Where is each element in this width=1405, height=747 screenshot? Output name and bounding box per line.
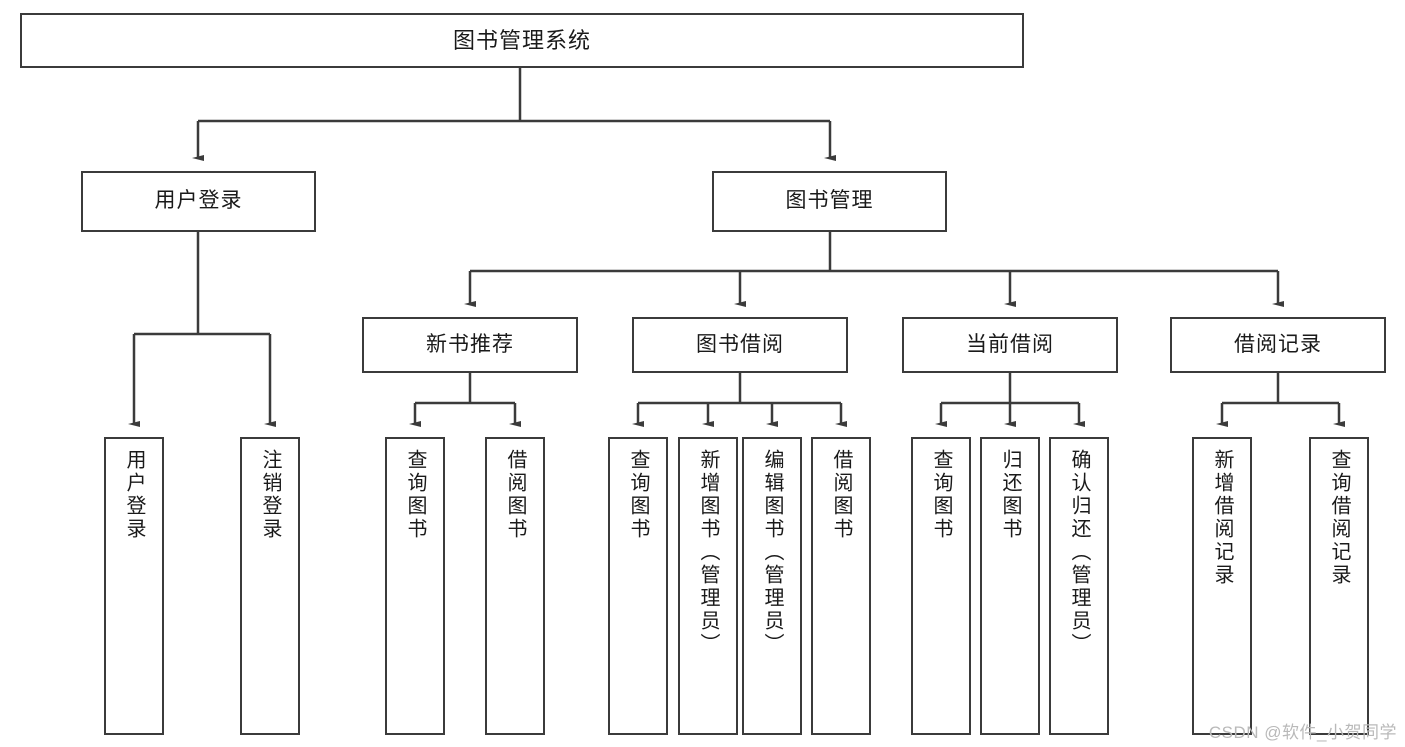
node-borrow-record[interactable]: 借阅记录	[1170, 317, 1386, 373]
node-label: 新增借阅记录	[1211, 449, 1233, 587]
node-user-login[interactable]: 用户登录	[81, 171, 316, 232]
leaf-user-logout[interactable]: 注销登录	[240, 437, 300, 735]
node-label: 借阅记录	[1234, 332, 1322, 356]
node-label: 归还图书	[999, 449, 1021, 541]
node-label: 借阅图书	[504, 449, 526, 541]
leaf-borrow-edit-book-admin[interactable]: 编辑图书（管理员）	[742, 437, 802, 735]
node-label: 新书推荐	[426, 332, 514, 356]
leaf-new-book-query-book[interactable]: 查询图书	[385, 437, 445, 735]
node-label: 用户登录	[123, 449, 145, 541]
node-label: 查询图书	[627, 449, 649, 541]
node-label: 图书借阅	[696, 332, 784, 356]
node-label: 查询图书	[404, 449, 426, 541]
node-label: 确认归还（管理员）	[1068, 449, 1090, 656]
node-new-book-recommend[interactable]: 新书推荐	[362, 317, 578, 373]
watermark-text: CSDN @软件_小贺同学	[1208, 723, 1397, 742]
node-root-system[interactable]: 图书管理系统	[20, 13, 1024, 68]
node-label: 借阅图书	[830, 449, 852, 541]
leaf-current-confirm-return-admin[interactable]: 确认归还（管理员）	[1049, 437, 1109, 735]
leaf-borrow-query-book[interactable]: 查询图书	[608, 437, 668, 735]
node-label: 查询图书	[930, 449, 952, 541]
node-label: 图书管理	[785, 189, 874, 213]
leaf-record-query-record[interactable]: 查询借阅记录	[1309, 437, 1369, 735]
node-book-borrow[interactable]: 图书借阅	[632, 317, 848, 373]
leaf-current-query-book[interactable]: 查询图书	[911, 437, 971, 735]
leaf-record-add-record[interactable]: 新增借阅记录	[1192, 437, 1252, 735]
leaf-new-book-borrow-book[interactable]: 借阅图书	[485, 437, 545, 735]
node-label: 注销登录	[259, 449, 281, 541]
node-current-borrow[interactable]: 当前借阅	[902, 317, 1118, 373]
node-label: 当前借阅	[966, 332, 1054, 356]
node-label: 编辑图书（管理员）	[761, 449, 783, 656]
leaf-current-return-book[interactable]: 归还图书	[980, 437, 1040, 735]
leaf-user-login[interactable]: 用户登录	[104, 437, 164, 735]
node-label: 图书管理系统	[452, 27, 591, 53]
node-label: 查询借阅记录	[1328, 449, 1350, 587]
leaf-borrow-borrow-book[interactable]: 借阅图书	[811, 437, 871, 735]
node-label: 新增图书（管理员）	[697, 449, 719, 656]
leaf-borrow-add-book-admin[interactable]: 新增图书（管理员）	[678, 437, 738, 735]
node-label: 用户登录	[154, 189, 243, 213]
node-book-management[interactable]: 图书管理	[712, 171, 947, 232]
